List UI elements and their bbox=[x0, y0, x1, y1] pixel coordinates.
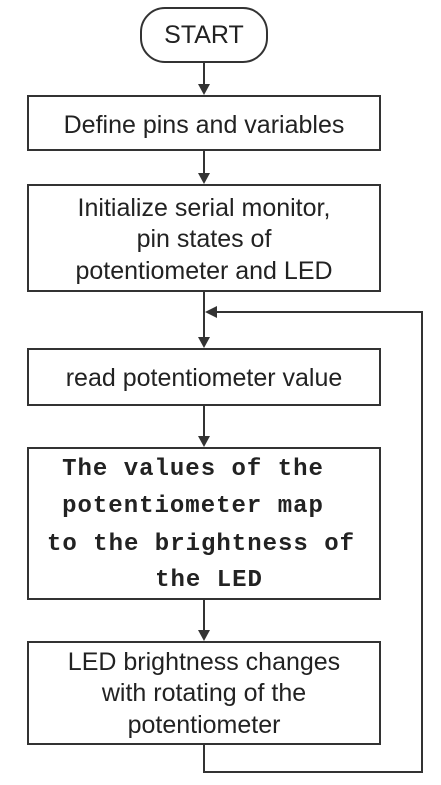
step-brightness-changes-box bbox=[27, 641, 381, 745]
step-map-values-box bbox=[27, 447, 381, 600]
step-initialize-line-2: pin states of bbox=[137, 225, 272, 253]
step-map-values-line-3: to the brightness of bbox=[47, 531, 355, 558]
step-brightness-line-1: LED brightness changes bbox=[68, 648, 340, 676]
start-terminal: START bbox=[140, 7, 268, 63]
step-read-value-box bbox=[27, 348, 381, 406]
step-define-pins-box bbox=[27, 95, 381, 151]
step-brightness-changes: LED brightness changes with rotating of … bbox=[27, 641, 381, 745]
step-brightness-line-2: with rotating of the bbox=[101, 679, 306, 707]
loop-back-arrow bbox=[203, 306, 423, 773]
step-define-pins-line-1: Define pins and variables bbox=[64, 111, 345, 139]
step-initialize-line-3: potentiometer and LED bbox=[75, 257, 332, 285]
step-define-pins: Define pins and variables bbox=[27, 95, 381, 151]
step-read-value: read potentiometer value bbox=[27, 348, 381, 406]
start-label: START bbox=[164, 21, 244, 49]
step-brightness-line-3: potentiometer bbox=[128, 711, 281, 739]
arrow-read-to-map bbox=[198, 405, 210, 447]
step-map-values-line-2: potentiometer map bbox=[62, 493, 324, 520]
arrow-initialize-to-read bbox=[198, 291, 210, 348]
step-initialize: Initialize serial monitor, pin states of… bbox=[27, 184, 381, 292]
arrow-map-to-brightness bbox=[198, 599, 210, 641]
step-initialize-line-1: Initialize serial monitor, bbox=[78, 194, 331, 222]
arrow-start-to-define bbox=[198, 62, 210, 95]
step-map-values-line-1: The values of the bbox=[62, 456, 324, 483]
step-map-values: The values of the potentiometer map to t… bbox=[27, 447, 381, 600]
arrow-define-to-initialize bbox=[198, 150, 210, 184]
step-read-value-line-1: read potentiometer value bbox=[66, 364, 343, 392]
step-map-values-line-4: the LED bbox=[155, 567, 263, 594]
